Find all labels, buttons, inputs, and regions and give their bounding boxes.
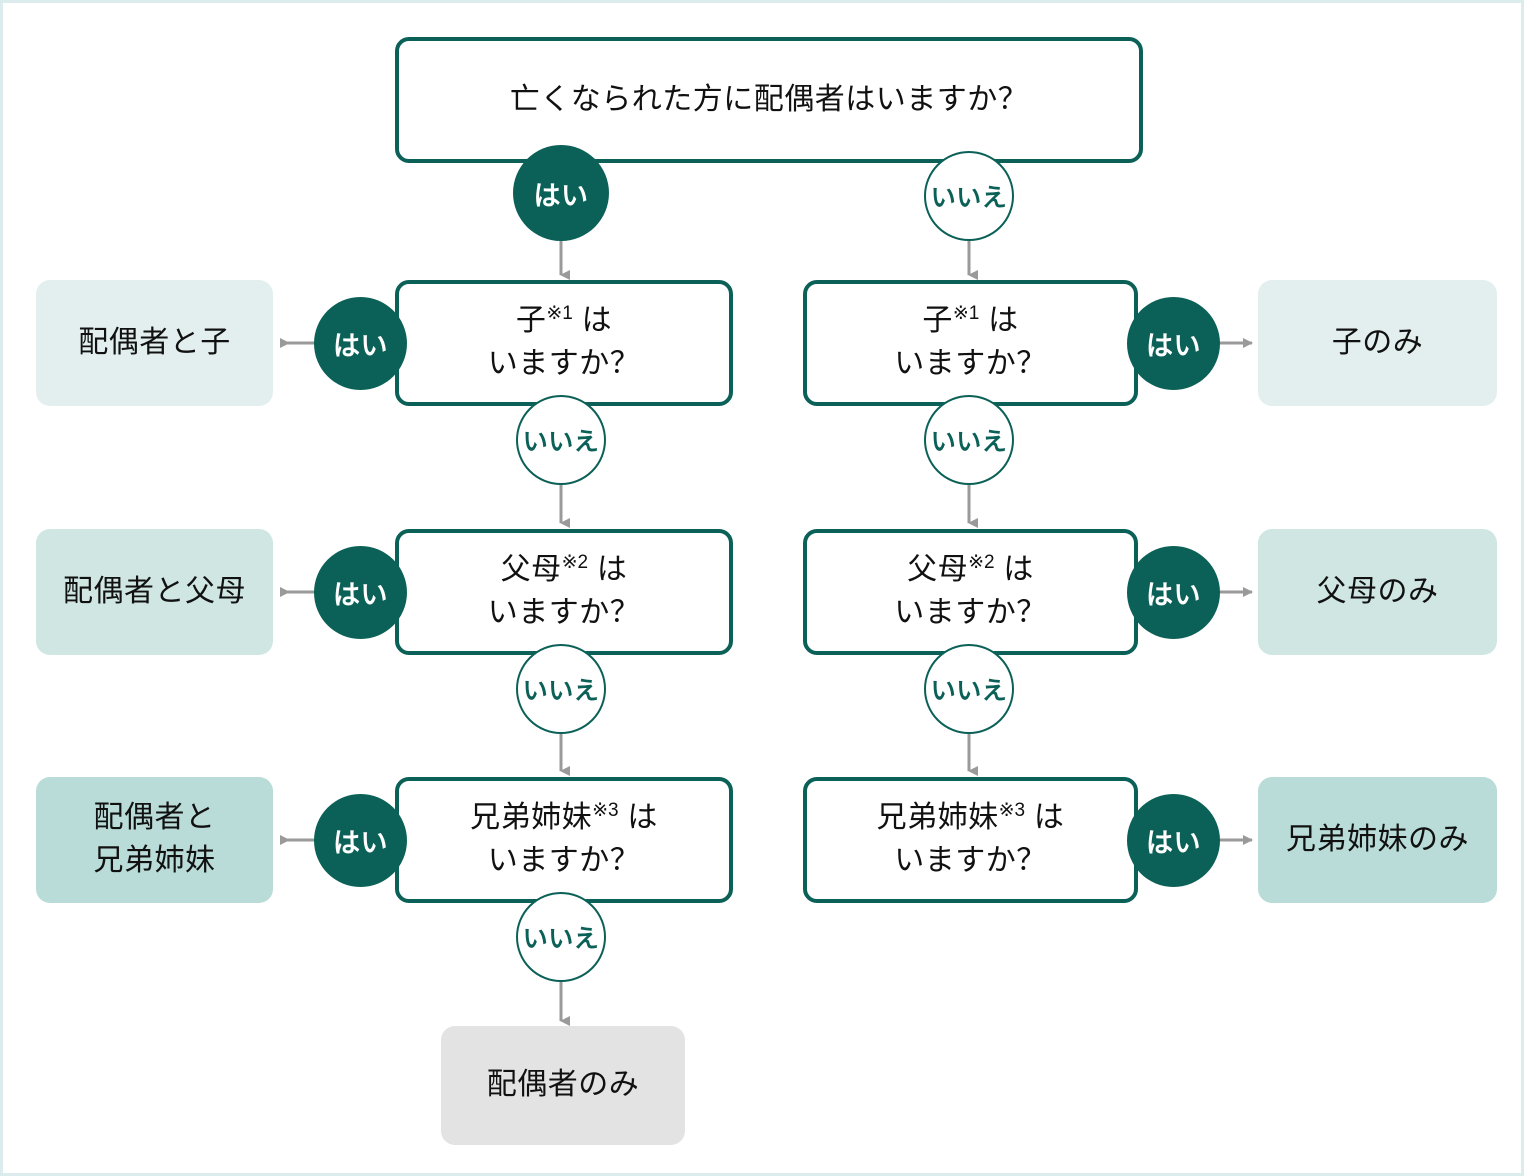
badge-label: はい (1146, 580, 1201, 610)
question-box-right-child[interactable]: 子※1 は いますか？ (803, 280, 1138, 406)
badge-no-right-parents[interactable]: いいえ (924, 644, 1014, 734)
question-text-spouse: 亡くなられた方に配偶者はいますか？ (509, 82, 1029, 116)
result-text: 配偶者と 兄弟姉妹 (93, 801, 216, 877)
badge-yes-left-child[interactable]: はい (314, 297, 407, 390)
result-text: 父母のみ (1316, 574, 1439, 608)
question-box-left-child[interactable]: 子※1 は いますか？ (395, 280, 733, 406)
result-text: 子のみ (1331, 325, 1424, 359)
result-box-spouse-only[interactable]: 配偶者のみ (441, 1026, 685, 1145)
badge-yes-right-parents[interactable]: はい (1127, 546, 1220, 639)
badge-no-right-child[interactable]: いいえ (924, 395, 1014, 485)
badge-label: はい (333, 828, 388, 858)
badge-label: はい (533, 180, 589, 211)
badge-no-left-parents[interactable]: いいえ (516, 644, 606, 734)
badge-no-left-child[interactable]: いいえ (516, 395, 606, 485)
badge-label: はい (333, 580, 388, 610)
badge-yes-right-child[interactable]: はい (1127, 297, 1220, 390)
badge-label: はい (333, 331, 388, 361)
result-text: 配偶者のみ (486, 1068, 640, 1102)
badge-label: いいえ (522, 925, 600, 953)
question-box-left-siblings[interactable]: 兄弟姉妹※3 は いますか？ (395, 777, 733, 903)
badge-label: いいえ (522, 428, 600, 456)
badge-label: はい (1146, 828, 1201, 858)
result-box-child-only[interactable]: 子のみ (1258, 280, 1497, 406)
result-text: 配偶者と子 (78, 325, 231, 359)
badge-label: いいえ (930, 428, 1008, 456)
question-text: 父母※2 は いますか？ (487, 552, 641, 629)
badge-label: はい (1146, 331, 1201, 361)
badge-no-root[interactable]: いいえ (924, 151, 1014, 241)
result-text: 配偶者と父母 (63, 574, 246, 608)
result-box-spouse-and-parents[interactable]: 配偶者と父母 (36, 529, 273, 655)
question-text: 兄弟姉妹※3 は いますか？ (876, 800, 1065, 877)
question-box-right-siblings[interactable]: 兄弟姉妹※3 は いますか？ (803, 777, 1138, 903)
badge-yes-root[interactable]: はい (513, 145, 609, 241)
question-box-left-parents[interactable]: 父母※2 は いますか？ (395, 529, 733, 655)
question-text: 父母※2 は いますか？ (894, 552, 1047, 629)
question-text: 子※1 は いますか？ (894, 303, 1047, 380)
question-box-right-parents[interactable]: 父母※2 は いますか？ (803, 529, 1138, 655)
result-text: 兄弟姉妹のみ (1286, 822, 1469, 856)
question-text: 子※1 は いますか？ (487, 303, 641, 380)
badge-no-left-siblings[interactable]: いいえ (516, 892, 606, 982)
badge-label: いいえ (930, 184, 1008, 212)
question-box-spouse[interactable]: 亡くなられた方に配偶者はいますか？ (395, 37, 1143, 163)
result-box-spouse-and-child[interactable]: 配偶者と子 (36, 280, 273, 406)
badge-label: いいえ (522, 677, 600, 705)
badge-yes-left-parents[interactable]: はい (314, 546, 407, 639)
badge-label: いいえ (930, 677, 1008, 705)
badge-yes-right-siblings[interactable]: はい (1127, 794, 1220, 887)
question-text: 兄弟姉妹※3 は いますか？ (470, 800, 658, 877)
badge-yes-left-siblings[interactable]: はい (314, 794, 407, 887)
result-box-siblings-only[interactable]: 兄弟姉妹のみ (1258, 777, 1497, 903)
result-box-parents-only[interactable]: 父母のみ (1258, 529, 1497, 655)
result-box-spouse-and-siblings[interactable]: 配偶者と 兄弟姉妹 (36, 777, 273, 903)
